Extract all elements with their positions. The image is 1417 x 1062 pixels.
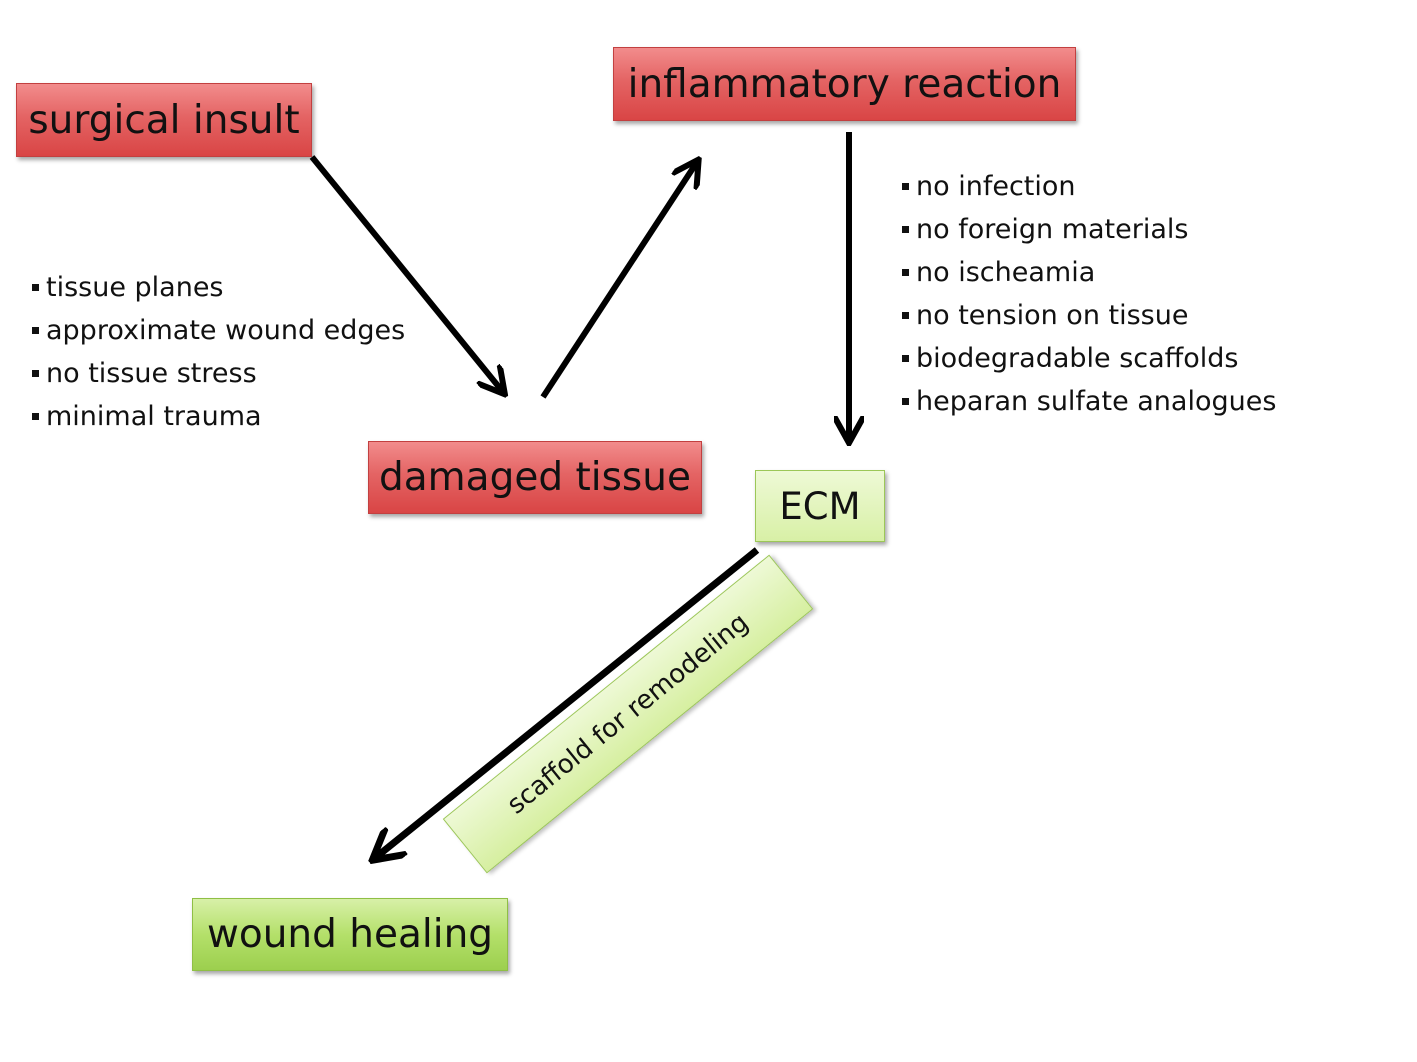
left-factor-list: tissue planes approximate wound edges no… [32, 266, 405, 438]
node-surgical-insult: surgical insult [16, 83, 312, 157]
right-factor-item: biodegradable scaffolds [902, 337, 1276, 380]
arrow-ecm-to-wound-healing [375, 547, 760, 858]
node-inflammatory-reaction-label: inflammatory reaction [627, 61, 1062, 107]
right-factor-item: no tension on tissue [902, 294, 1276, 337]
right-factor-list: no infection no foreign materials no isc… [902, 165, 1276, 423]
left-factor-item: tissue planes [32, 266, 405, 309]
node-inflammatory-reaction: inflammatory reaction [613, 47, 1076, 121]
right-factor-item: no ischeamia [902, 251, 1276, 294]
arrow-surgical-to-damaged [309, 155, 503, 392]
node-damaged-tissue-label: damaged tissue [379, 455, 691, 500]
left-factor-item: minimal trauma [32, 395, 405, 438]
right-factor-item: no infection [902, 165, 1276, 208]
node-ecm-label: ECM [779, 484, 861, 528]
node-wound-healing: wound healing [192, 898, 508, 971]
left-factor-item: approximate wound edges [32, 309, 405, 352]
node-wound-healing-label: wound healing [206, 912, 494, 957]
arrow-damaged-to-inflammatory [540, 162, 697, 399]
node-surgical-insult-label: surgical insult [28, 97, 300, 143]
node-damaged-tissue: damaged tissue [368, 441, 702, 514]
right-factor-item: heparan sulfate analogues [902, 380, 1276, 423]
node-ecm: ECM [755, 470, 885, 542]
right-factor-item: no foreign materials [902, 208, 1276, 251]
left-factor-item: no tissue stress [32, 352, 405, 395]
